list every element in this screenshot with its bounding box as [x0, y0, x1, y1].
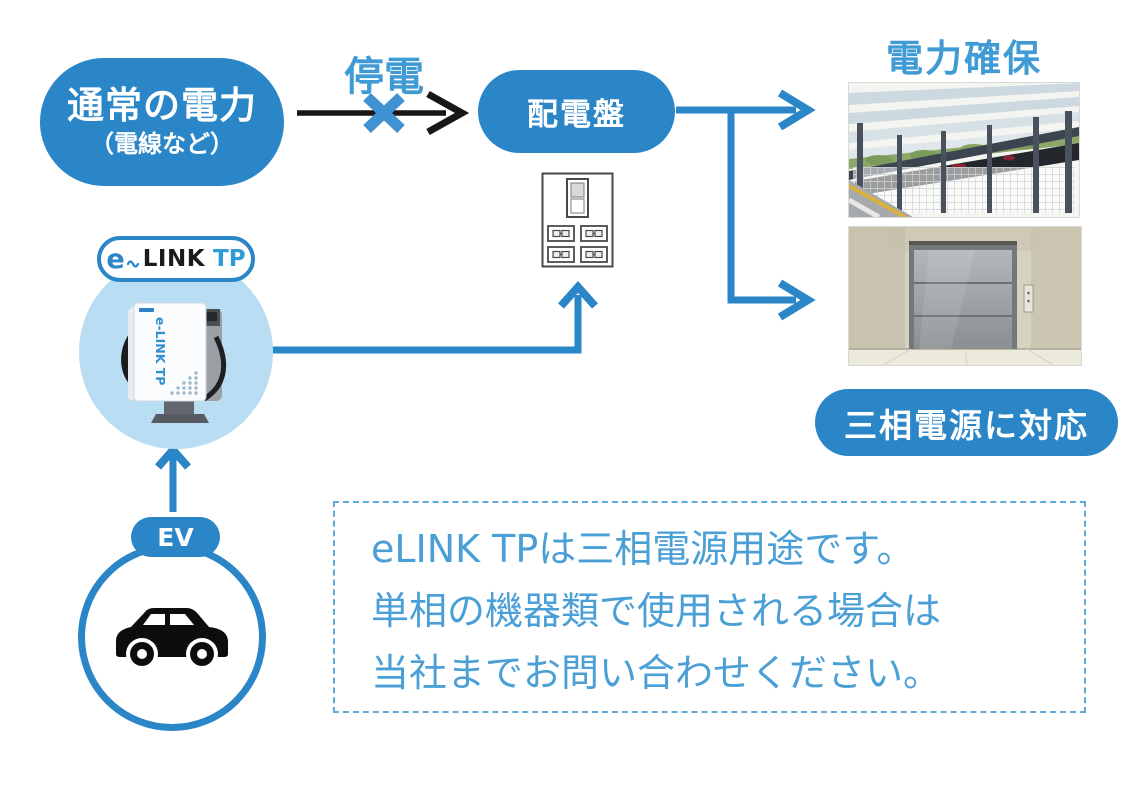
ev-badge: EV [131, 517, 220, 557]
device-grille-dots [170, 371, 198, 395]
ev-to-elink-arrow [155, 443, 191, 512]
wave-icon [126, 259, 139, 268]
note-box: eLINK TPは三相電源用途です。 単相の機器類で使用される場合は 当社までお… [333, 501, 1086, 713]
note-line-1: eLINK TPは三相電源用途です。 [371, 527, 915, 571]
elink-device-image: e-LINK TP [112, 295, 237, 425]
distribution-board-node: 配電盤 [478, 70, 675, 153]
elink-to-board-arrow [266, 281, 598, 354]
board-to-elevator-arrow [727, 110, 816, 321]
three-phase-node: 三相電源に対応 [815, 389, 1118, 456]
note-line-3: 当社までお問い合わせください。 [371, 651, 942, 695]
brand-mark [139, 308, 154, 312]
elink-tp-text: TP [213, 246, 246, 272]
elevator-photo-image [848, 226, 1082, 366]
power-secured-title: 電力確保 [886, 37, 1042, 80]
note-line-2: 単相の機器類で使用される場合は [371, 589, 942, 633]
outage-label: 停電 [344, 54, 424, 100]
elink-tp-badge: e LINK TP [97, 236, 255, 282]
parking-photo-image [848, 82, 1080, 218]
board-to-parking-arrow [676, 89, 816, 131]
distribution-board-icon [541, 172, 614, 268]
normal-power-title: 通常の電力 [67, 84, 257, 127]
normal-power-node: 通常の電力 （電線など） [40, 58, 284, 186]
device-side-label: e-LINK TP [153, 317, 168, 385]
car-icon [106, 596, 238, 678]
elink-e-logo: e [106, 243, 125, 275]
normal-power-subtitle: （電線など） [90, 130, 234, 158]
elink-link-text: LINK [142, 246, 206, 272]
